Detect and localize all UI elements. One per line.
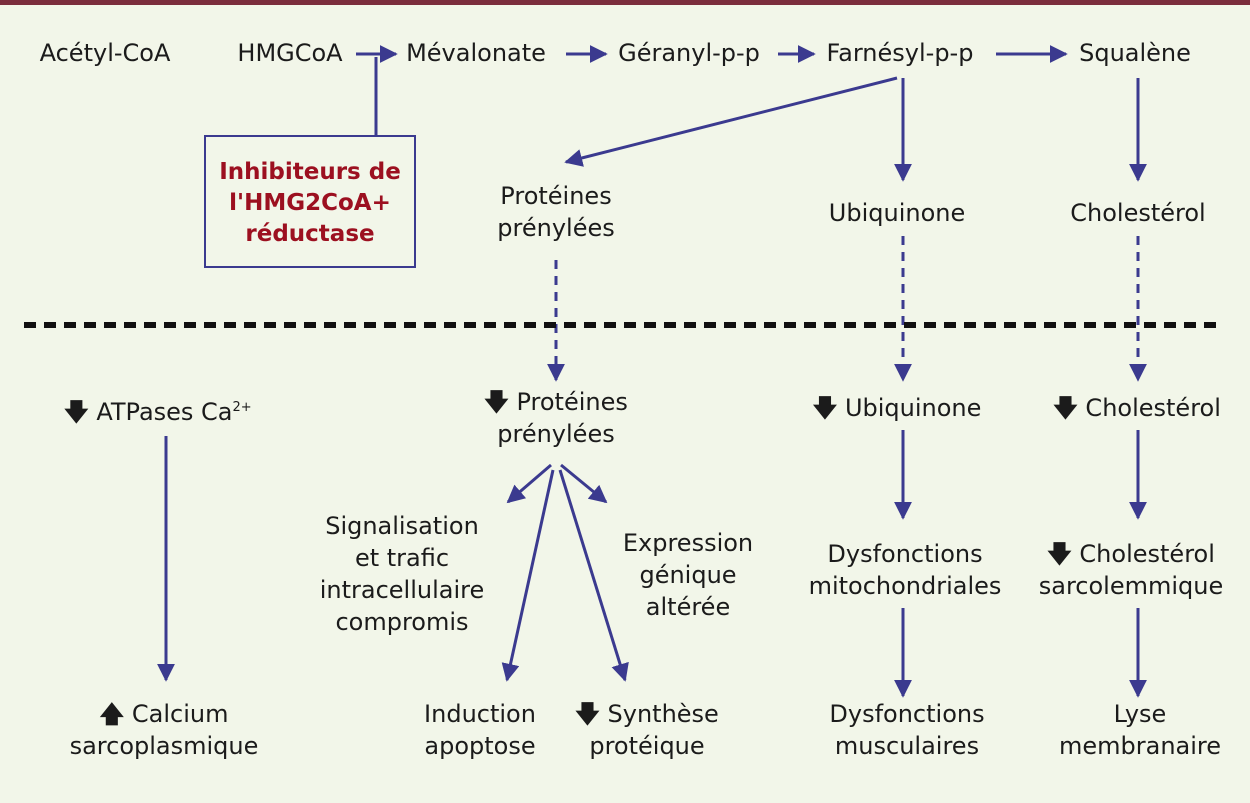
down-arrow-icon: 🡇 [1053,394,1078,422]
inhibitor-line-3: réductase [245,221,375,247]
signalisation-label: Signalisation et trafic intracellulaire … [320,510,485,638]
down-arrow-icon: 🡇 [575,700,600,728]
dysmito-line-1: Dysfonctions [827,540,983,568]
mevalonate-label: Mévalonate [406,39,546,67]
cholesterol-label: Cholestérol [1070,199,1206,227]
ubiquinone-effect-label: Ubiquinone [844,394,982,422]
proteines-line-1: Protéines [500,182,612,210]
lyse-line-1: Lyse [1113,700,1167,728]
cholesterol-effect: 🡇 Cholestérol [1053,392,1221,424]
proteines-effect: 🡇 Protéines prénylées [484,386,628,450]
cholesterol-sarcolemmique-label: 🡇 Cholestérol sarcolemmique [1039,538,1224,602]
inhibitor-line-1: Inhibiteurs de [219,159,401,185]
ubiquinone-label: Ubiquinone [828,199,966,227]
arrow-farnesyl-proteines [564,76,898,167]
inhibitor-text: Inhibiteurs de l'HMG2CoA+ réductase [206,157,414,250]
acetyl-coa-label: Acétyl-CoA [39,39,171,67]
down-arrow-icon: 🡇 [1047,540,1072,568]
hmgcoa-label: HMGCoA [237,39,343,67]
lyse-line-2: membranaire [1058,732,1222,760]
ubiquinone-effect: 🡇 Ubiquinone [813,392,982,424]
farnesyl-label: Farnésyl-p-p [826,39,974,67]
dysmusc-line-1: Dysfonctions [829,700,985,728]
dysfonctions-musc-label: Dysfonctions musculaires [829,698,984,762]
induction-line-2: apoptose [424,732,536,760]
signal-line-3: intracellulaire [319,576,485,604]
top-bar [0,0,1250,5]
atpases-effect: 🡇 ATPases Ca2+ [64,392,252,428]
atpases-label: ATPases Ca [96,398,233,426]
arrow-proteines-expression [560,463,608,504]
proteines-line-2: prénylées [497,214,615,242]
atpases-superscript: 2+ [232,400,252,415]
synthese-proteique-outcome: 🡇 Synthèse protéique [575,698,719,762]
synthese-line-1: Synthèse [607,700,719,728]
proteines-effect-line-1: Protéines [516,388,628,416]
cholsarc-line-2: sarcolemmique [1038,572,1224,600]
dysmusc-line-2: musculaires [834,732,980,760]
cholsarc-line-1: Cholestérol [1079,540,1215,568]
signal-line-4: compromis [335,608,469,636]
signal-line-1: Signalisation [325,512,479,540]
signal-line-2: et trafic [354,544,450,572]
expression-label: Expression génique altérée [623,527,753,623]
up-arrow-icon: 🡅 [99,700,125,728]
calcium-line-1: Calcium [131,700,229,728]
inhibitor-box: Inhibiteurs de l'HMG2CoA+ réductase [204,135,416,268]
arrow-proteines-signal [506,463,552,504]
dysfonctions-mito-label: Dysfonctions mitochondriales [809,538,1002,602]
down-arrow-icon: 🡇 [64,398,89,426]
expr-line-1: Expression [622,529,754,557]
synthese-line-2: protéique [589,732,705,760]
induction-apoptose-label: Induction apoptose [424,698,536,762]
proteines-effect-line-2: prénylées [497,420,615,448]
down-arrow-icon: 🡇 [812,394,838,422]
calcium-line-2: sarcoplasmique [69,732,259,760]
proteines-prenylees-label: Protéines prénylées [497,180,614,244]
geranyl-label: Géranyl-p-p [618,39,760,67]
expr-line-2: génique [639,561,737,589]
calcium-outcome: 🡅 Calcium sarcoplasmique [70,698,259,762]
cholesterol-effect-label: Cholestérol [1085,394,1221,422]
squalene-label: Squalène [1079,39,1191,67]
dysmito-line-2: mitochondriales [808,572,1002,600]
expr-line-3: altérée [645,593,731,621]
arrow-proteines-synthese [558,469,629,682]
lyse-membranaire-label: Lyse membranaire [1059,698,1221,762]
arrow-proteines-induction [501,469,555,682]
induction-line-1: Induction [424,700,536,728]
down-arrow-icon: 🡇 [484,388,509,416]
inhibitor-line-2: l'HMG2CoA+ [229,190,391,216]
